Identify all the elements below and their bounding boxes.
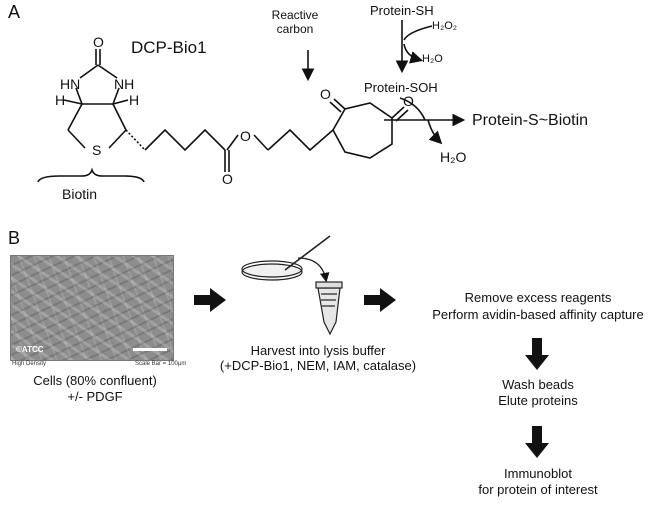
product-label: Protein-S~Biotin [472,112,589,129]
h2o-curve-bottom [427,119,443,145]
atcc-logo: ©ATCC [16,345,44,354]
harvest-line2: (+DCP-Bio1, NEM, IAM, catalase) [219,358,417,373]
cell-micrograph: ©ATCC [10,255,174,361]
alkyl-chain [144,128,226,152]
h2o2-curve [403,25,433,41]
step3-line2: for protein of interest [478,482,598,497]
microtube [317,287,341,336]
cells-line2: +/- PDGF [67,389,123,404]
ring-bond [79,64,99,79]
biotin-label: Biotin [62,186,98,202]
step1-line2: Perform avidin-based affinity capture [432,307,644,322]
pipette [284,235,331,271]
atom-h-left: H [55,92,65,108]
biotin-brace [37,167,145,183]
arrow-right-1 [194,288,226,312]
protein-sh-label: Protein-SH [370,3,434,18]
petri-dish [241,263,303,281]
soh-curve [399,97,426,121]
step2-line2: Elute proteins [498,393,578,408]
step-remove-capture: Remove excess reagents Perform avidin-ba… [418,289,658,323]
step2-line1: Wash beads [502,377,574,392]
transfer-arrow [297,257,330,283]
workflow-graphics [194,235,549,458]
propyl-linker [267,128,334,152]
h2o-bottom-label: H₂O [440,149,467,165]
atom-o-dione-right: O [403,93,414,109]
step1-line1: Remove excess reagents [464,290,612,305]
image-caption-left: High Density [12,361,47,367]
atom-hn: HN [60,76,80,92]
reactive-carbon-label: Reactive carbon [262,8,328,36]
reactive-carbon-line1: Reactive [271,8,319,22]
atom-h-right: H [129,92,139,108]
cyclohexane-ring [332,102,393,159]
cells-caption: Cells (80% confluent) +/- PDGF [20,373,170,405]
atom-o-dione-left: O [320,86,331,102]
harvest-line1: Harvest into lysis buffer [250,343,386,358]
atom-o-urea: O [93,34,104,50]
cells-line1: Cells (80% confluent) [33,373,157,388]
hashed-bond [125,129,146,151]
atom-s: S [92,142,101,158]
protein-soh-label: Protein-SOH [364,80,438,95]
atom-o-carbonyl: O [222,171,233,187]
harvest-caption: Harvest into lysis buffer (+DCP-Bio1, NE… [208,343,428,373]
image-caption-right: Scale Bar = 100μm [135,361,187,367]
scale-bar [133,348,167,351]
step-wash-elute: Wash beads Elute proteins [458,377,618,409]
reactive-carbon-line2: carbon [276,22,314,36]
atom-o-ester: O [240,128,251,144]
h2o-curve-top [403,43,424,64]
h2o2-label: H₂O₂ [432,20,458,32]
step-immunoblot: Immunoblot for protein of interest [448,466,628,498]
panel-a-letter: A [8,2,21,22]
arrow-down-1 [525,338,549,370]
panel-b-letter: B [8,228,21,248]
compound-name: DCP-Bio1 [131,38,207,57]
dish-and-tube-icon [241,235,343,336]
arrow-right-2 [364,288,396,312]
atom-nh: NH [114,76,134,92]
h2o-top-label: H₂O [422,53,443,65]
block-arrows [194,288,549,458]
step3-line1: Immunoblot [504,466,572,481]
dcp-bio1-structure: O HN NH H H S O O O O [37,20,466,187]
arrow-down-2 [525,426,549,458]
